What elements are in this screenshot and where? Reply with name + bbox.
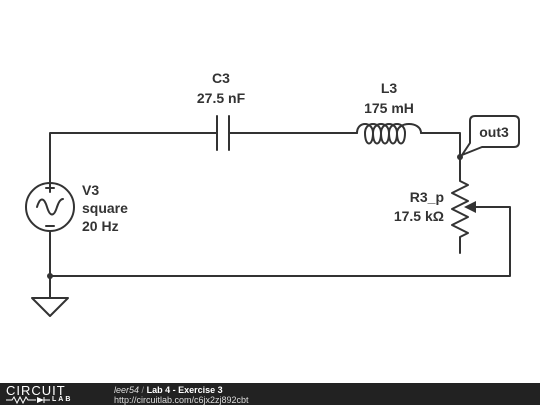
author-link[interactable]: leer54 [114,385,140,395]
wire-top-left [49,132,218,184]
voltage-source-v3[interactable] [25,182,75,232]
logo-bottom-text: LAB [52,396,73,403]
inductor-l3[interactable] [356,123,422,145]
capacitor-designator: C3 [212,70,230,86]
inductor-designator: L3 [381,80,398,96]
circuit-url[interactable]: http://circuitlab.com/c6jx2zj892cbt [114,395,249,405]
path-separator: / [141,385,145,395]
wiper-arrowhead [464,201,476,213]
source-designator: V3 [82,182,99,198]
probe-label: out3 [479,124,509,140]
potentiometer-designator: R3_p [410,189,444,205]
footer-meta: leer54 / Lab 4 - Exercise 3 http://circu… [114,385,249,405]
circuitlab-logo[interactable]: CIRCUIT LAB [6,384,94,404]
wiper-wire [49,206,511,277]
footer-bar: CIRCUIT LAB leer54 / Lab 4 - Exercise 3 … [0,383,540,405]
potentiometer-r3p[interactable] [451,173,469,254]
wire-top-right [420,132,461,175]
capacitor-value: 27.5 nF [197,90,246,106]
schematic-canvas: out3 C3 27.5 nF L3 175 mH R3_p 17.5 kΩ V… [25,70,520,317]
inductor-value: 175 mH [364,100,414,116]
source-waveform: square [82,200,128,216]
capacitor-c3[interactable] [216,115,230,151]
ground-icon [31,297,69,317]
probe-out3[interactable]: out3 [461,115,520,156]
logo-top-text: CIRCUIT [6,383,66,398]
circuit-title[interactable]: Lab 4 - Exercise 3 [146,385,223,395]
logo-resistor-icon [6,396,50,404]
source-frequency: 20 Hz [82,218,119,234]
junction-dot-ground [47,273,53,279]
potentiometer-value: 17.5 kΩ [394,208,444,224]
